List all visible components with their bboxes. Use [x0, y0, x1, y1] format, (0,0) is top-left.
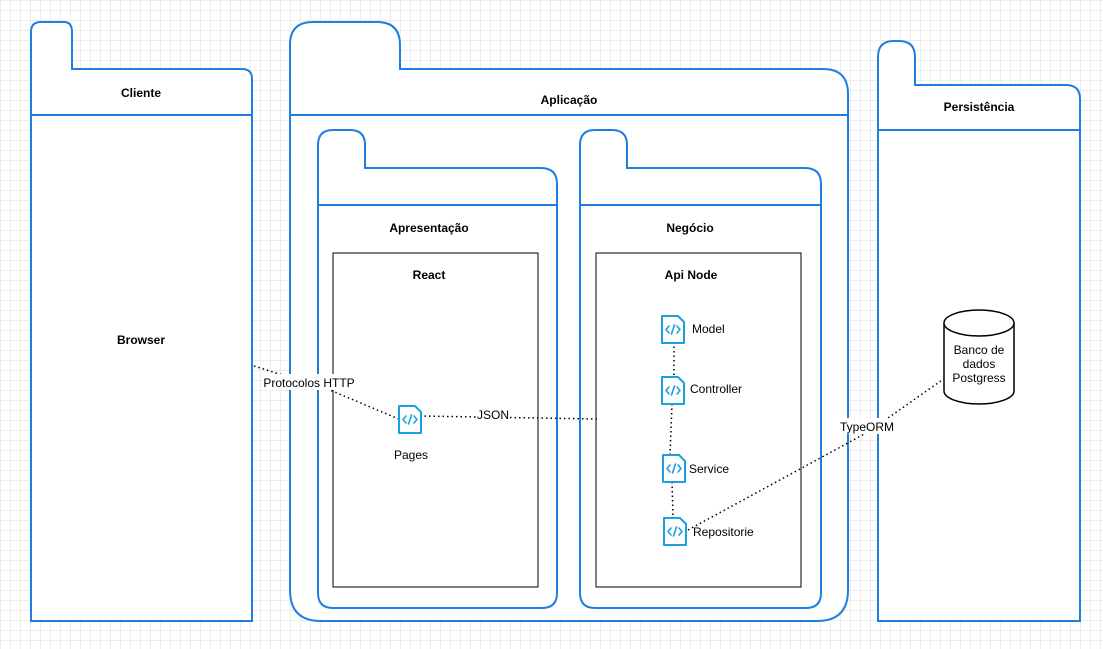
- package-cliente[interactable]: Cliente: [30, 21, 253, 622]
- edge-label-json: JSON: [477, 408, 509, 422]
- edge-service-repositorie: [671, 481, 674, 518]
- code-file-icon: [398, 405, 422, 434]
- node-label-controller: Controller: [690, 382, 742, 396]
- node-browser: Browser: [117, 333, 165, 347]
- code-file-icon: [662, 454, 686, 483]
- database-cylinder-icon: [943, 309, 1015, 405]
- edge-http: [253, 365, 402, 421]
- code-file-icon: [663, 517, 687, 546]
- package-title-aplicacao: Aplicação: [541, 93, 598, 107]
- node-model[interactable]: Model: [661, 315, 725, 344]
- code-file-icon: [661, 315, 685, 344]
- package-title-persistencia: Persistência: [944, 100, 1015, 114]
- box-api-node[interactable]: Api Node: [595, 252, 802, 588]
- node-label-repositorie: Repositorie: [693, 525, 754, 539]
- node-service[interactable]: Service: [662, 454, 729, 483]
- node-label-model: Model: [692, 322, 725, 336]
- database-label-line1: Banco de: [954, 343, 1005, 357]
- node-pages[interactable]: Pages: [394, 405, 428, 462]
- edge-typeorm: [687, 377, 946, 531]
- edge-label-typeorm: TypeORM: [840, 420, 894, 434]
- connectors: [253, 342, 946, 531]
- edge-label-http: Protocolos HTTP: [263, 376, 354, 390]
- node-database[interactable]: Banco de dados Postgress: [943, 309, 1015, 405]
- box-title-react: React: [413, 268, 446, 282]
- node-repositorie[interactable]: Repositorie: [663, 517, 754, 546]
- node-label-service: Service: [689, 462, 729, 476]
- node-controller[interactable]: Controller: [661, 376, 742, 405]
- code-file-icon: [661, 376, 685, 405]
- database-label-line2: dados: [963, 357, 996, 371]
- package-title-apresentacao: Apresentação: [389, 221, 468, 235]
- box-title-api-node: Api Node: [665, 268, 718, 282]
- package-title-negocio: Negócio: [666, 221, 713, 235]
- package-title-cliente: Cliente: [121, 86, 161, 100]
- node-label-pages: Pages: [394, 448, 428, 462]
- database-label-line3: Postgress: [952, 371, 1005, 385]
